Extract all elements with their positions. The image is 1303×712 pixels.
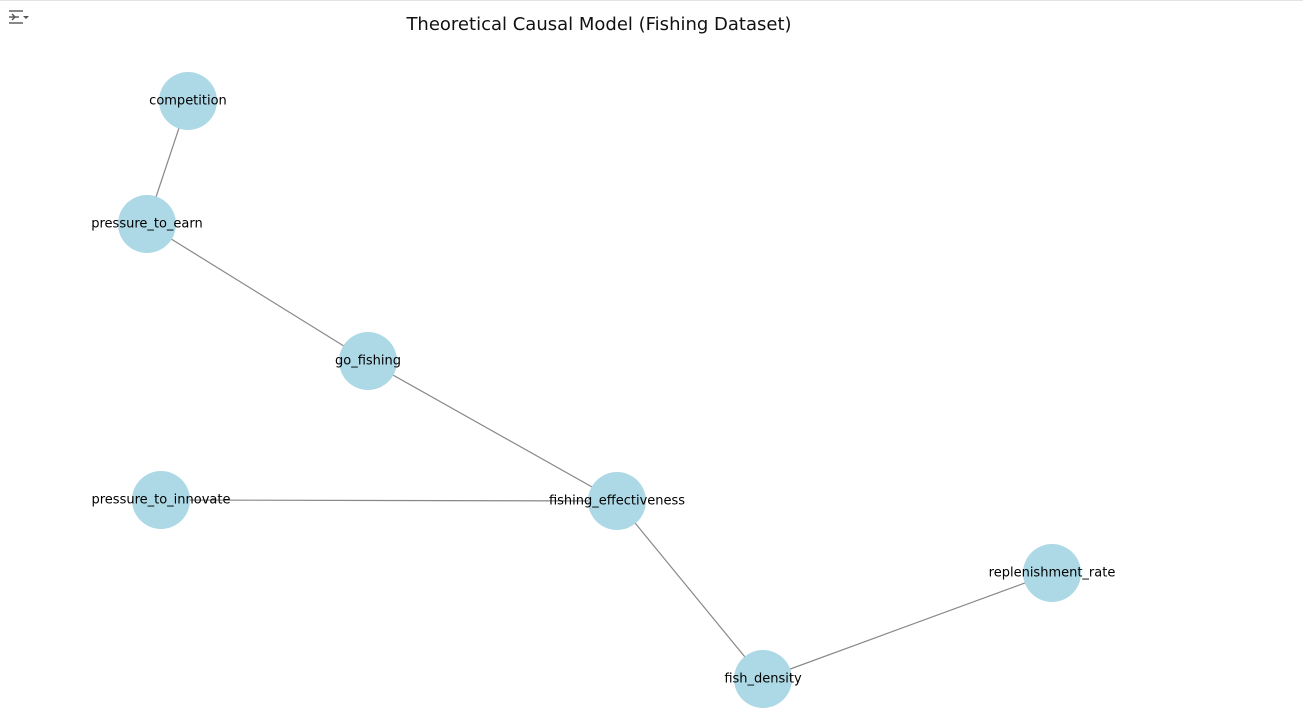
node-competition: competition: [149, 72, 227, 130]
node-go_fishing: go_fishing: [335, 332, 401, 390]
node-label: competition: [149, 94, 227, 109]
node-pressure_to_innovate: pressure_to_innovate: [91, 471, 231, 529]
cell-divider: [0, 0, 1303, 1]
node-label: fishing_effectiveness: [549, 494, 685, 509]
node-label: pressure_to_earn: [91, 217, 203, 232]
node-label: fish_density: [724, 672, 802, 687]
node-circle: [1023, 544, 1081, 602]
node-label: pressure_to_innovate: [91, 493, 230, 508]
edge-go_fishing-fishing_effectiveness: [367, 360, 618, 502]
node-fishing_effectiveness: fishing_effectiveness: [549, 472, 685, 530]
edge-replenishment_rate-fish_density: [762, 572, 1053, 680]
edge-fishing_effectiveness-fish_density: [616, 500, 764, 680]
node-circle: [339, 332, 397, 390]
node-label: go_fishing: [335, 354, 401, 369]
edges-layer: [146, 100, 1053, 680]
edge-pressure_to_earn-go_fishing: [146, 223, 369, 362]
node-replenishment_rate: replenishment_rate: [989, 544, 1116, 602]
node-label: replenishment_rate: [989, 566, 1116, 581]
output-collapse-icon[interactable]: [4, 6, 30, 28]
node-circle: [159, 72, 217, 130]
nodes-layer: competition pressure_to_earn go_fishingpre…: [91, 72, 1115, 708]
node-circle: [132, 471, 190, 529]
edge-pressure_to_innovate-fishing_effectiveness: [160, 499, 618, 502]
node-fish_density: fish_density: [724, 650, 802, 708]
node-circle: [588, 472, 646, 530]
node-circle: [118, 195, 176, 253]
node-pressure_to_earn: pressure_to_earn: [91, 195, 203, 253]
diagram-title: Theoretical Causal Model (Fishing Datase…: [406, 14, 792, 35]
node-circle: [734, 650, 792, 708]
